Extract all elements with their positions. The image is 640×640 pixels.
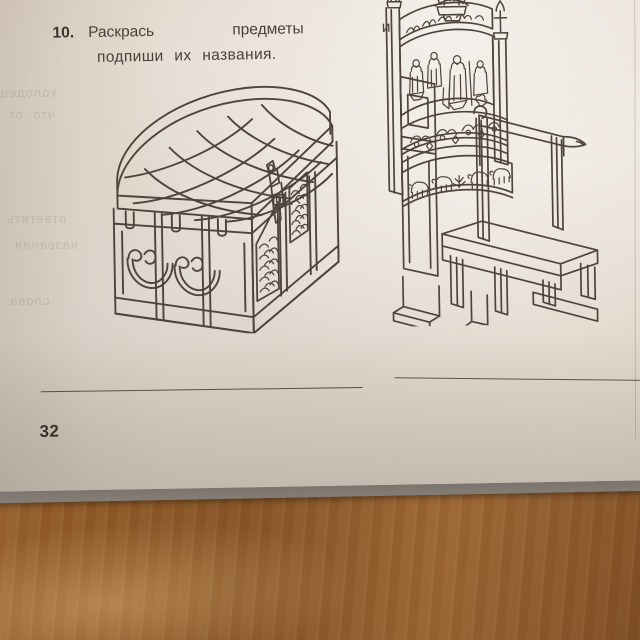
answer-line-chest[interactable] bbox=[40, 387, 363, 393]
page-content: 10. Раскрась предметы и подпиши их назва… bbox=[19, 0, 640, 441]
exercise-number: 10. bbox=[52, 24, 75, 42]
instruction-word-predmety: предметы bbox=[232, 20, 304, 39]
instruction-word-raskras: Раскрась bbox=[87, 22, 155, 42]
figure-chest bbox=[19, 42, 354, 338]
answer-line-chair[interactable] bbox=[394, 377, 640, 381]
page-number: 32 bbox=[39, 421, 60, 441]
figure-throne-chair bbox=[378, 0, 609, 327]
workbook-page: колодец что; от ответить названия слова … bbox=[0, 0, 640, 492]
